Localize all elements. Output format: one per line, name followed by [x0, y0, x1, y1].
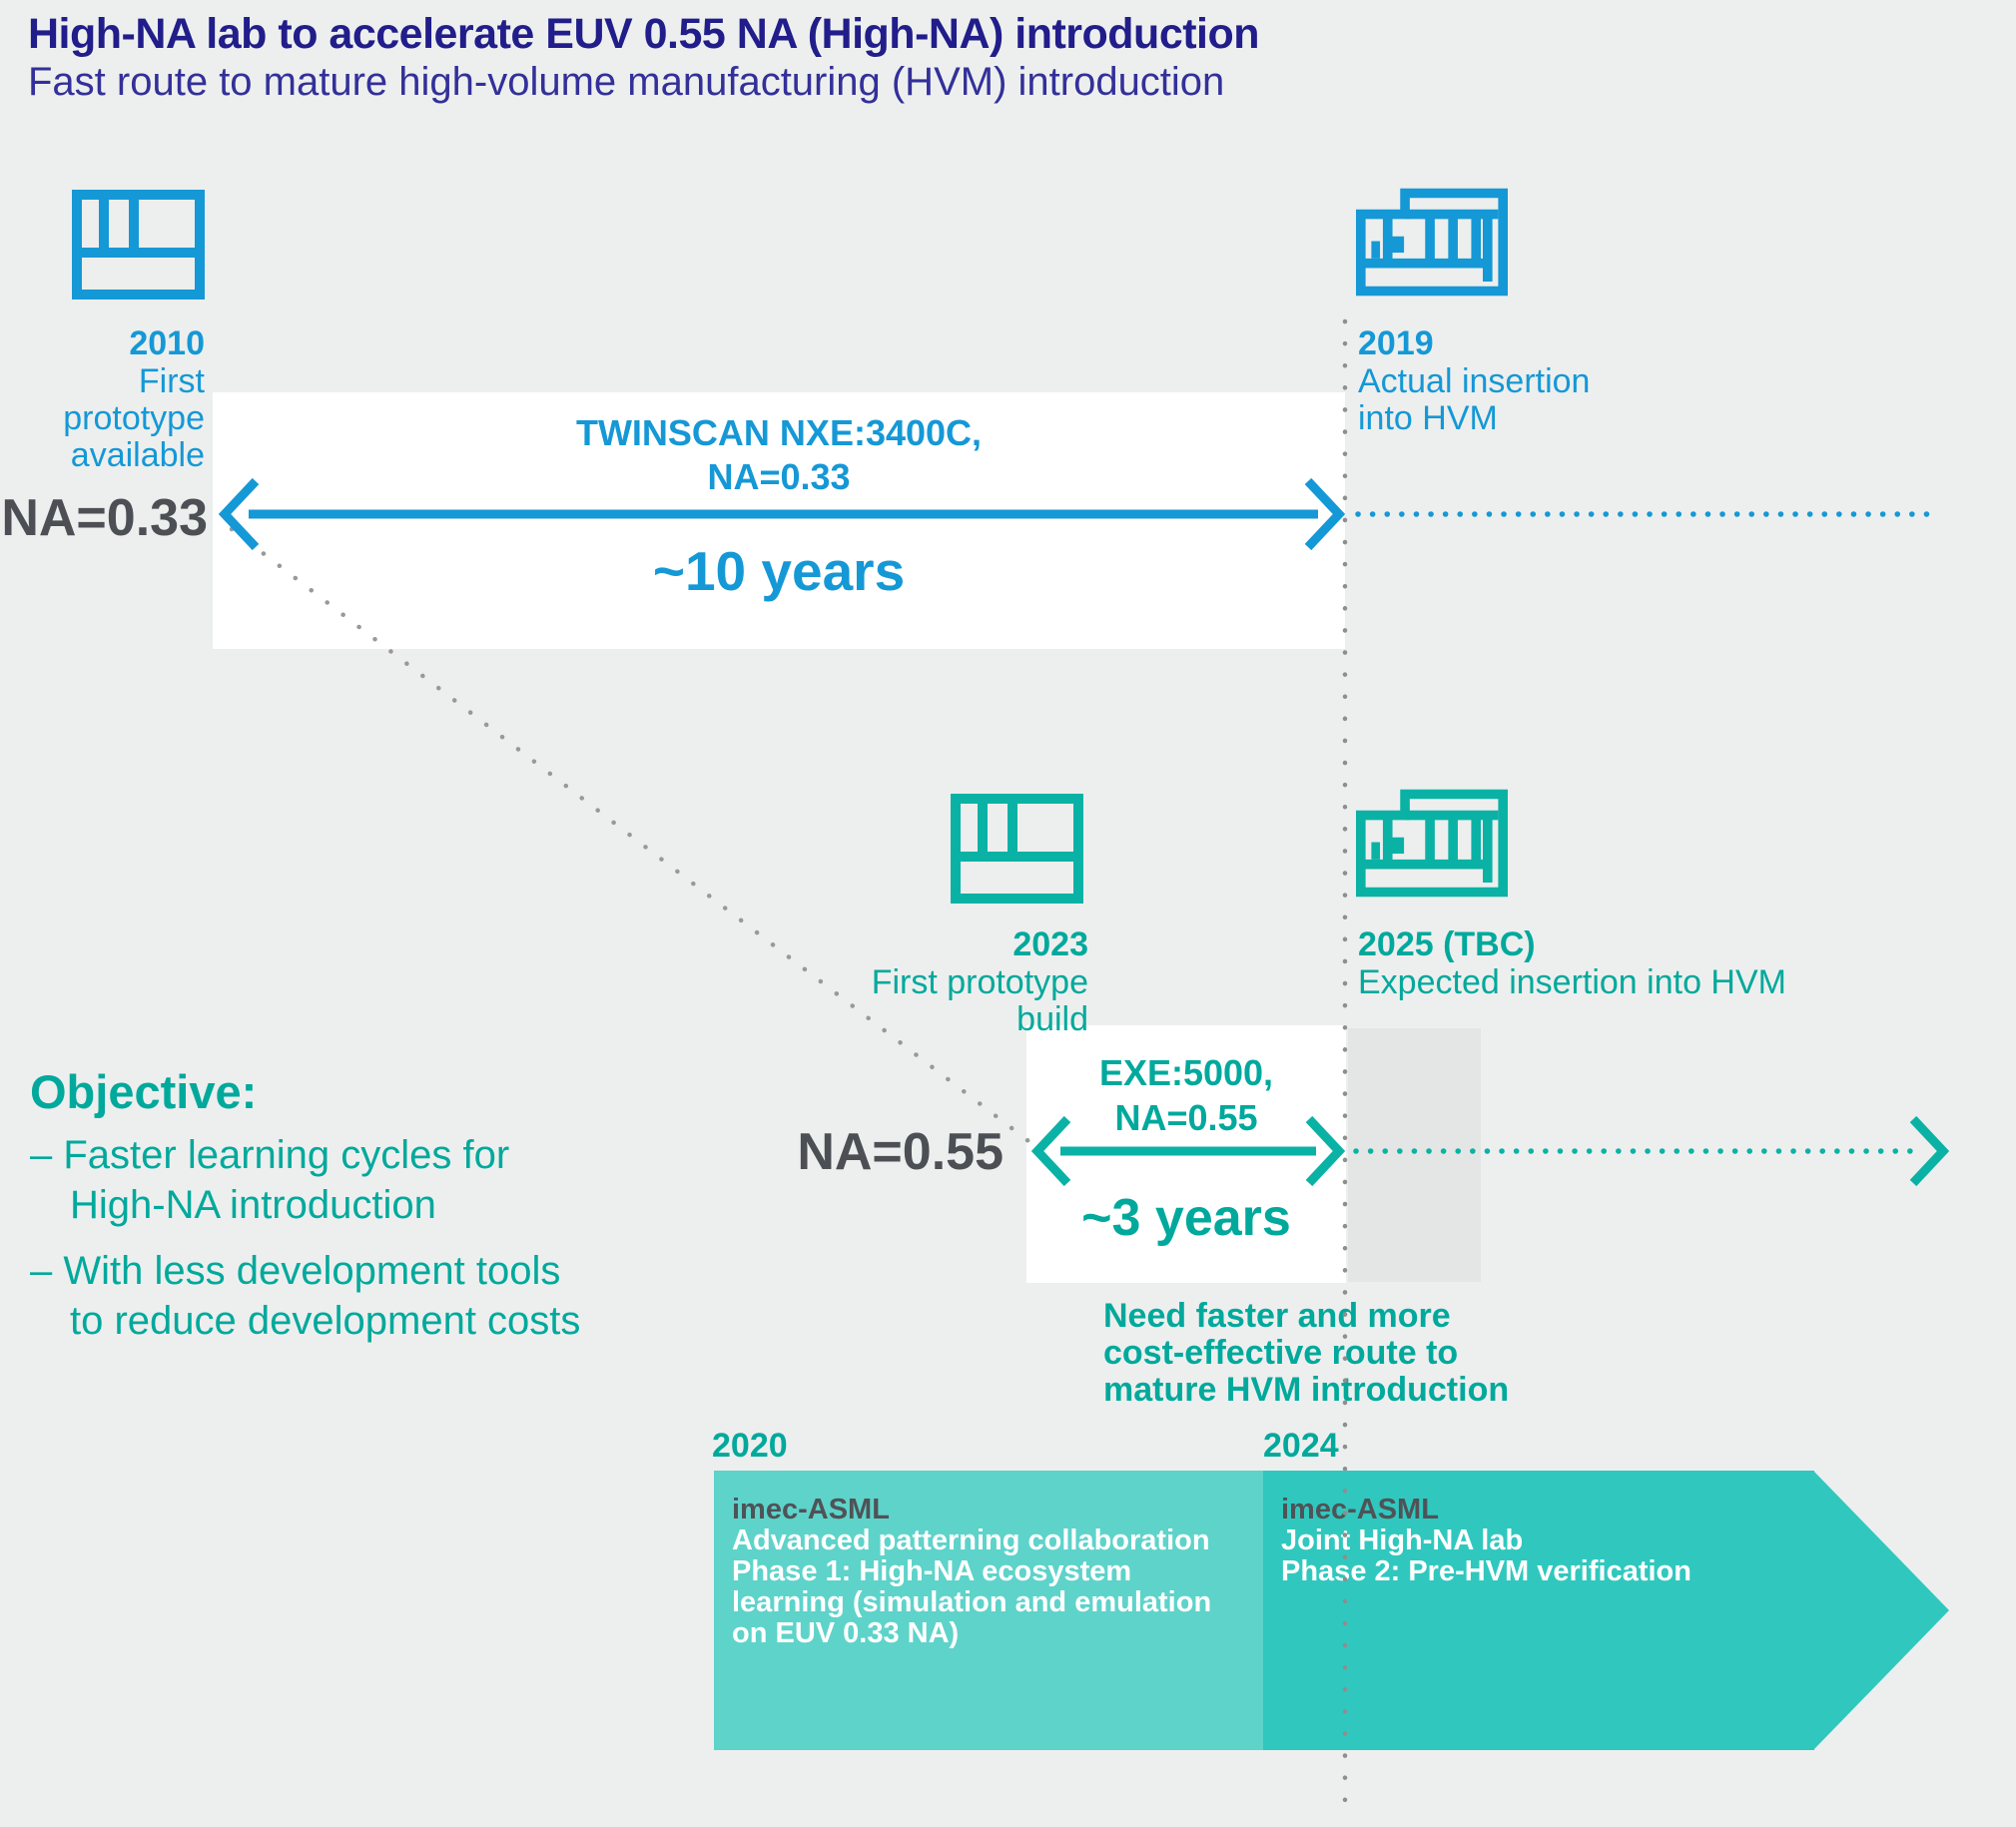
objective-item: – Faster learning cycles for High-NA int… — [30, 1133, 510, 1227]
year-2024-label: 2024 — [1263, 1427, 1339, 1465]
na033-duration-label: ~10 years — [652, 540, 906, 602]
na055-duration-label: ~3 years — [1081, 1189, 1291, 1247]
page-subtitle: Fast route to mature high-volume manufac… — [28, 60, 1225, 104]
year-2023-label: 2023 — [1012, 925, 1088, 963]
na033-tool-label: TWINSCAN NXE:3400C, NA=0.33 — [575, 412, 983, 497]
page-title: High-NA lab to accelerate EUV 0.55 NA (H… — [28, 10, 1260, 58]
phase1-box: imec-ASML Advanced patterning collaborat… — [714, 1471, 1263, 1750]
scanner-tool-icon — [72, 190, 205, 300]
year-2019-caption: Actual insertion into HVM — [1358, 362, 1591, 437]
phase2-box: imec-ASML Joint High-NA lab Phase 2: Pre… — [1263, 1471, 1814, 1750]
phase1-description: Advanced patterning collaboration Phase … — [732, 1524, 1212, 1649]
hvm-insertion-gray-panel — [1348, 1028, 1481, 1282]
na055-dotted-arrowhead — [1909, 1115, 1950, 1187]
scanner-tool-icon — [951, 794, 1083, 904]
need-faster-note: Need faster and more cost-effective rout… — [1103, 1297, 1510, 1409]
year-2025-label: 2025 (TBC) — [1358, 925, 1536, 963]
phase2-arrow-head — [1813, 1471, 1949, 1750]
year-2025-caption: Expected insertion into HVM — [1358, 963, 1786, 1001]
fab-building-icon — [1356, 186, 1508, 299]
objective-list: – Faster learning cycles for High-NA int… — [30, 1130, 649, 1362]
fab-building-icon — [1356, 787, 1508, 900]
objective-item: – With less development tools to reduce … — [30, 1249, 581, 1343]
objective-heading: Objective: — [30, 1065, 258, 1118]
year-2010-label: 2010 — [129, 324, 205, 362]
na033-axis-label: NA=0.33 — [1, 489, 208, 547]
phase2-description: Joint High-NA lab Phase 2: Pre-HVM verif… — [1281, 1524, 1691, 1587]
na055-axis-label: NA=0.55 — [797, 1123, 1004, 1181]
phase1-org: imec-ASML — [732, 1494, 890, 1525]
year-2023-caption: First prototype build — [871, 963, 1088, 1038]
na055-tool-label: EXE:5000, NA=0.55 — [1098, 1052, 1274, 1138]
year-2010-caption: First prototype available — [63, 362, 205, 474]
year-2020-label: 2020 — [712, 1427, 788, 1465]
phase2-org: imec-ASML — [1281, 1494, 1439, 1525]
year-2019-label: 2019 — [1358, 324, 1434, 362]
